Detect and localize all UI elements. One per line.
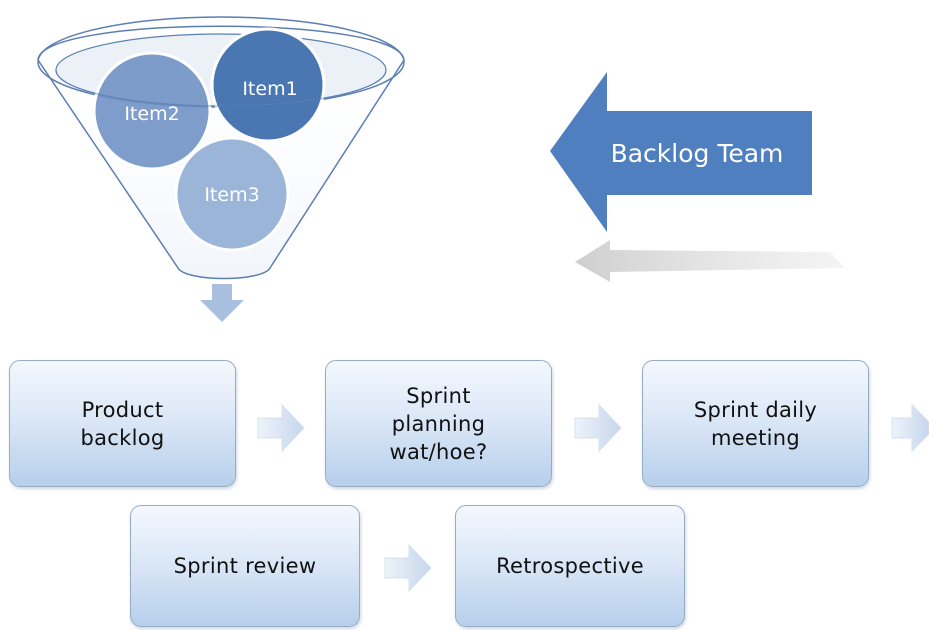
item2-circle <box>92 51 212 171</box>
item3-circle <box>174 136 290 252</box>
step-label: Sprint planning wat/hoe? <box>389 383 488 464</box>
step-sprint-review: Sprint review <box>130 505 360 627</box>
step-sprint-daily-meeting: Sprint daily meeting <box>642 360 869 487</box>
item1-circle <box>210 27 326 143</box>
flow-arrow-1 <box>257 403 305 453</box>
flow-arrow-4 <box>384 543 432 593</box>
down-arrow <box>200 284 244 322</box>
step-label: Retrospective <box>496 554 644 578</box>
item2-label: Item2 <box>124 103 179 125</box>
step-sprint-planning: Sprint planning wat/hoe? <box>325 360 552 487</box>
funnel-items: Item1 Item2 Item3 <box>55 27 387 252</box>
flow-arrow-3 <box>891 403 929 453</box>
callout-arrow-shadow <box>575 240 845 282</box>
step-label: Product backlog <box>80 397 165 450</box>
step-product-backlog: Product backlog <box>9 360 236 487</box>
item1-label: Item1 <box>242 78 297 100</box>
step-retrospective: Retrospective <box>455 505 685 627</box>
flow-arrow-2 <box>574 403 622 453</box>
step-label: Sprint daily meeting <box>693 397 818 450</box>
step-label: Sprint review <box>173 554 317 578</box>
callout-label: Backlog Team <box>611 139 784 168</box>
item3-label: Item3 <box>204 184 259 206</box>
flow-arrows <box>257 403 929 593</box>
callout-arrow <box>550 72 812 232</box>
